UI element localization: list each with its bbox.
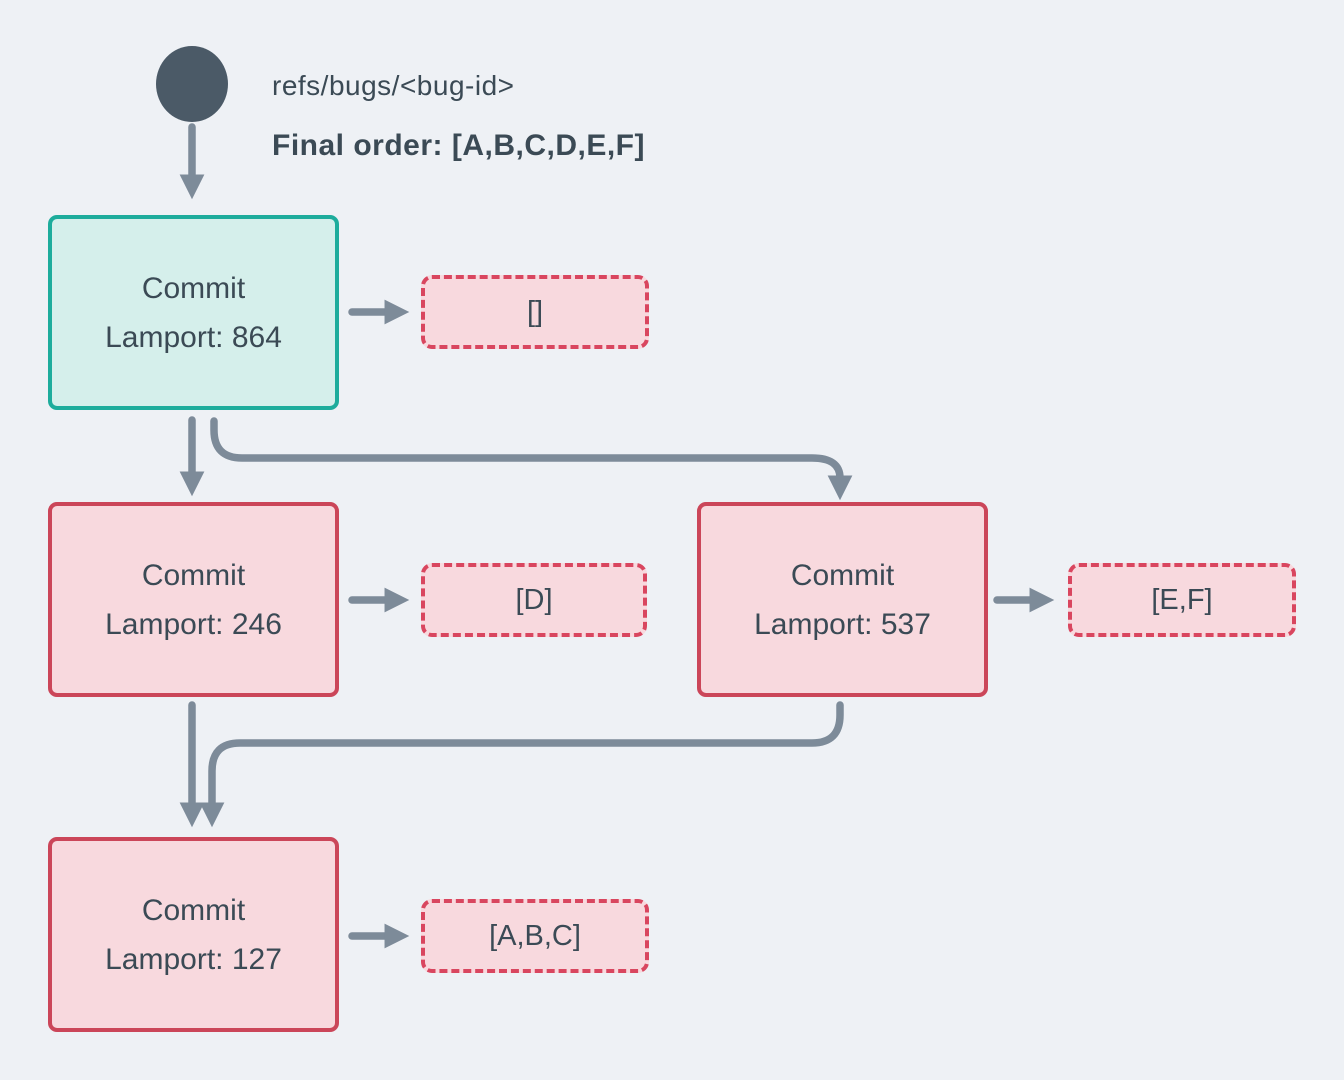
commit-node-537: Commit Lamport: 537	[697, 502, 988, 697]
edge-commit537-to-commit127	[199, 701, 844, 828]
commit-title: Commit	[141, 893, 246, 927]
ops-list-label: [A,B,C]	[489, 919, 581, 952]
edge-commit864-to-commit537	[210, 417, 853, 501]
commit-title: Commit	[141, 271, 246, 305]
branch-ref-icon	[156, 46, 228, 122]
branch-ref-label: refs/bugs/<bug-id>	[272, 70, 515, 101]
commit-node-127: Commit Lamport: 127	[48, 837, 339, 1032]
commit-title: Commit	[790, 558, 895, 592]
ops-list-537: [E,F]	[1068, 563, 1296, 637]
commit-node-246: Commit Lamport: 246	[48, 502, 339, 697]
final-order-label: Final order: [A,B,C,D,E,F]	[272, 129, 645, 162]
commit-lamport-label: Lamport: 537	[754, 607, 931, 641]
commit-lamport-label: Lamport: 127	[105, 942, 282, 976]
commit-node-864: Commit Lamport: 864	[48, 215, 339, 410]
commit-lamport-label: Lamport: 864	[105, 320, 282, 354]
ops-list-127: [A,B,C]	[421, 899, 649, 973]
ops-list-246: [D]	[421, 563, 647, 637]
commit-lamport-label: Lamport: 246	[105, 607, 282, 641]
ops-list-label: [E,F]	[1151, 583, 1213, 616]
commit-title: Commit	[141, 558, 246, 592]
ops-list-864: []	[421, 275, 649, 349]
ops-list-label: [D]	[515, 583, 553, 616]
ops-list-label: []	[526, 295, 544, 328]
